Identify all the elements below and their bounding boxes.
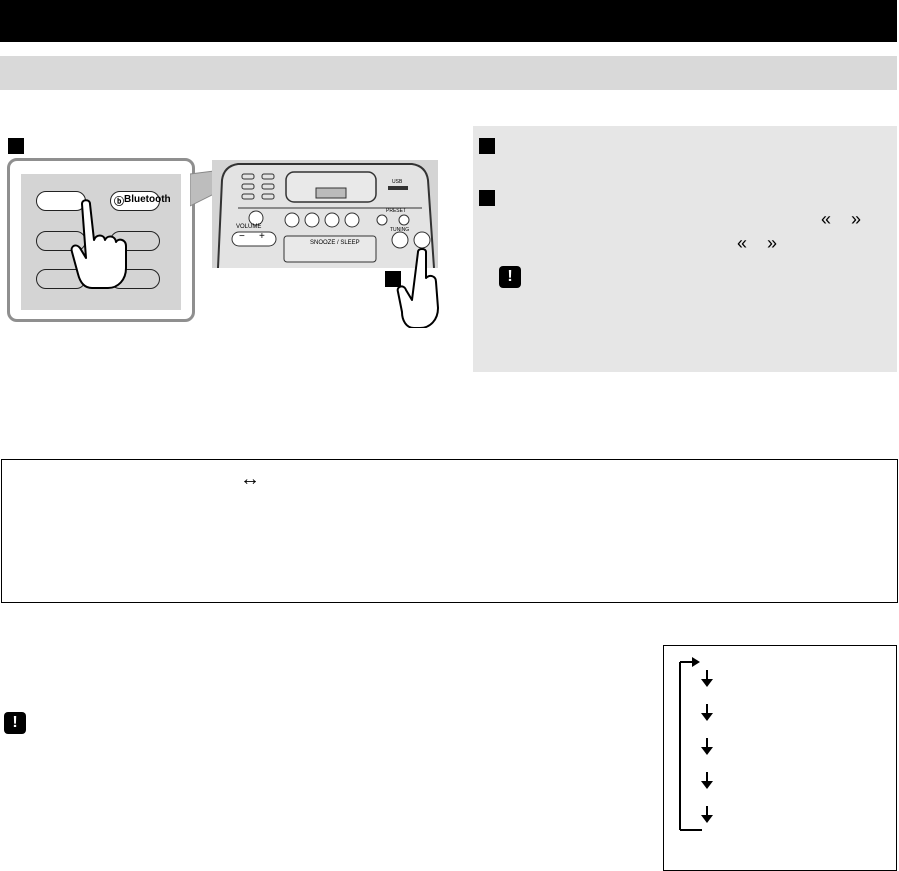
volume-label: VOLUME [236, 224, 262, 230]
down-arrow-icon [701, 738, 713, 755]
step-marker-3 [479, 138, 495, 154]
warning-icon: ! [4, 712, 26, 734]
cycle-list-box [663, 645, 897, 871]
preset-label: PRESET [386, 208, 407, 214]
bluetooth-icon: ⓑ [114, 197, 124, 208]
left-right-arrow-icon: ↔ [240, 468, 260, 490]
unit-illustration: VOLUME − + SNOOZE / SLEEP TUNING PRESET … [212, 160, 438, 269]
header-bar [0, 0, 897, 42]
snooze-label: SNOOZE / SLEEP [310, 240, 360, 246]
unit-drawing [217, 163, 435, 269]
seek-forward-icon: » [851, 209, 862, 229]
volume-plus: + [259, 231, 265, 242]
section-band [0, 56, 897, 90]
pointing-hand-icon [396, 248, 439, 328]
pointing-hand-icon [70, 199, 127, 289]
seek-back-icon: « [821, 209, 832, 229]
down-arrow-icon [701, 670, 713, 687]
down-arrow-icon [701, 772, 713, 789]
warning-icon: ! [499, 266, 521, 288]
bluetooth-label: Bluetooth [124, 194, 171, 205]
tuning-label: TUNING [390, 227, 410, 233]
usb-label: USB [392, 179, 403, 185]
info-panel: « » « » ! [473, 126, 897, 372]
step-marker-2 [385, 271, 401, 287]
down-arrow-icon [701, 704, 713, 721]
seek-back-icon: « [737, 233, 748, 253]
volume-minus: − [239, 231, 245, 242]
step-marker-4 [479, 190, 495, 206]
down-arrow-icon [701, 806, 713, 823]
bluetooth-button[interactable]: ⓑ Bluetooth [110, 191, 171, 211]
cycle-flow-diagram [679, 657, 702, 831]
tips-box: ↔ [1, 459, 898, 603]
step-marker-1 [8, 138, 24, 154]
seek-forward-icon: » [767, 233, 778, 253]
